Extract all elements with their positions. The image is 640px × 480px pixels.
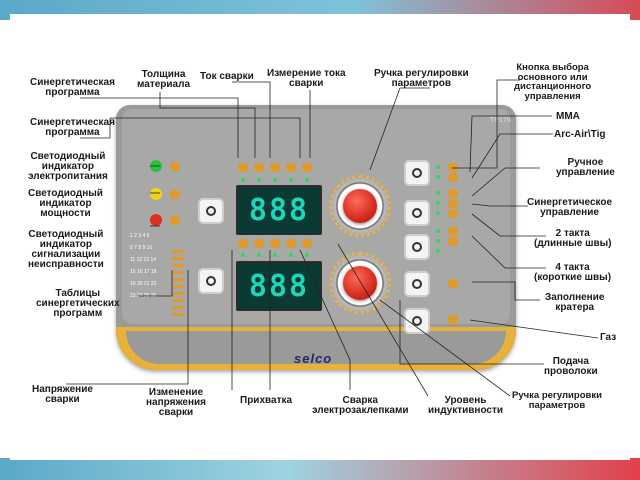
knob-scale-top	[329, 175, 391, 237]
current-icon	[270, 163, 280, 172]
indicator-led	[241, 178, 245, 182]
indicator-led	[436, 165, 440, 169]
indicator-led	[257, 178, 261, 182]
current-measure-icon-2	[302, 163, 312, 172]
tack-icon	[270, 239, 280, 248]
indicator-led	[273, 178, 277, 182]
panel-lower-face	[126, 331, 506, 364]
trigger-mode-button[interactable]	[404, 234, 430, 260]
crater-icon	[448, 279, 458, 288]
two-step-icon	[448, 227, 458, 236]
power-level-led	[150, 188, 162, 200]
indicator-led	[305, 253, 309, 257]
voltage-display: 888	[236, 261, 322, 311]
parameter-knob-bottom[interactable]	[332, 255, 388, 311]
voltage-icon	[238, 239, 248, 248]
label-mma: MMA	[556, 111, 580, 122]
indicator-led	[305, 178, 309, 182]
syn-program-icon	[238, 163, 248, 172]
process-select-button[interactable]	[404, 200, 430, 226]
inductance-icon	[302, 239, 312, 248]
indicator-led	[257, 253, 261, 257]
mode-select-button[interactable]	[404, 160, 430, 186]
label-four-step: 4 такта(короткие швы)	[534, 262, 612, 283]
parameter-knob-top[interactable]	[332, 178, 388, 234]
indicator-led	[273, 253, 277, 257]
indicator-led	[241, 253, 245, 257]
label-welding-current: Ток сварки	[200, 71, 254, 82]
mode-icon	[448, 209, 458, 218]
mma-icon	[448, 163, 458, 172]
indicator-led	[436, 175, 440, 179]
indicator-led	[289, 253, 293, 257]
voltage-select-button[interactable]	[198, 268, 224, 294]
rivet-icon	[286, 239, 296, 248]
indicator-led	[436, 211, 440, 215]
thermal-symbol-icon	[170, 190, 180, 199]
label-arc-air-tig: Arc-Air\Tig	[554, 129, 606, 140]
power-symbol-icon	[170, 162, 180, 171]
tig-icon	[448, 173, 458, 182]
label-two-step: 2 такта(длинные швы)	[534, 228, 612, 249]
thickness-icon	[254, 163, 264, 172]
label-gas: Газ	[600, 332, 617, 343]
knob-scale-bottom	[329, 252, 391, 314]
fault-led	[150, 214, 162, 226]
synergic-icon	[448, 199, 458, 208]
four-step-icon	[448, 237, 458, 246]
indicator-led	[289, 178, 293, 182]
label-tack-weld: Прихватка	[240, 395, 293, 406]
voltage-change-icon	[254, 239, 264, 248]
current-measure-icon	[286, 163, 296, 172]
indicator-led	[436, 249, 440, 253]
model-number: TP176	[490, 117, 511, 124]
current-display: 888	[236, 185, 322, 235]
indicator-led	[436, 191, 440, 195]
program-select-button[interactable]	[198, 198, 224, 224]
current-display-digits: 888	[248, 192, 310, 228]
gas-icon	[448, 315, 458, 324]
crater-fill-button[interactable]	[404, 271, 430, 297]
indicator-led	[436, 201, 440, 205]
manual-icon	[448, 189, 458, 198]
indicator-led	[436, 239, 440, 243]
voltage-display-digits: 888	[248, 268, 310, 304]
warning-symbol-icon	[170, 216, 180, 225]
brand-logo: selco	[294, 351, 333, 366]
bottom-banner-stripe	[0, 458, 640, 480]
indicator-led	[436, 229, 440, 233]
